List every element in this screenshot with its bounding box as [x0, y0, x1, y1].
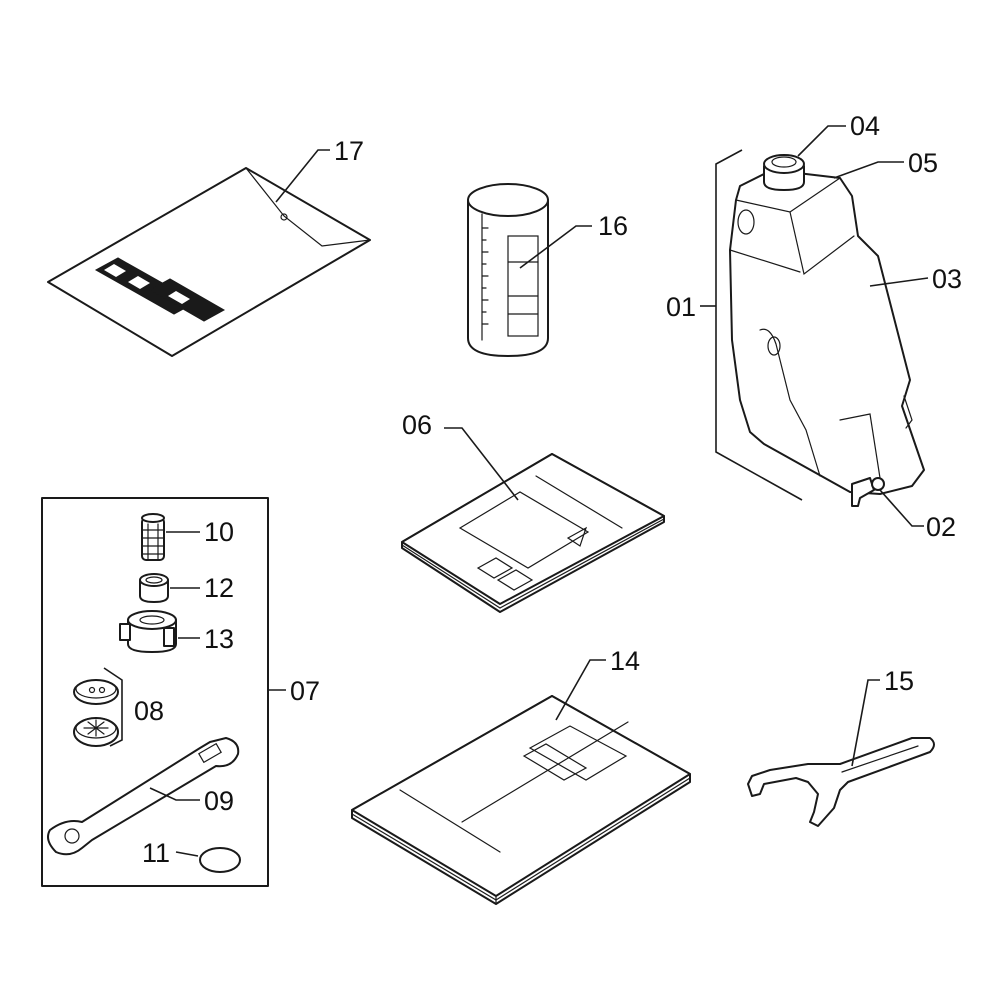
part-12-bush: 12 — [139, 573, 234, 603]
part-15-spanner: 15 — [747, 666, 935, 827]
part-13-ring-nut: 13 — [119, 610, 234, 654]
label-08: 08 — [134, 696, 164, 726]
label-16: 16 — [598, 211, 628, 241]
label-13: 13 — [204, 624, 234, 654]
part-06-manual: 06 — [401, 410, 665, 613]
part-01-tank-assembly: 01 02 03 04 05 — [666, 111, 962, 542]
label-09: 09 — [204, 786, 234, 816]
label-14: 14 — [610, 646, 640, 676]
part-14-booklet: 14 — [351, 646, 691, 905]
label-01: 01 — [666, 292, 696, 322]
label-07: 07 — [290, 676, 320, 706]
label-11: 11 — [142, 838, 170, 868]
label-15: 15 — [884, 666, 914, 696]
part-10-filter: 10 — [141, 513, 234, 561]
part-07-accessory-kit: 07 10 12 — [41, 497, 320, 887]
envelope-logo — [94, 257, 226, 322]
label-03: 03 — [932, 264, 962, 294]
label-02: 02 — [926, 512, 956, 542]
part-02-drain-tap — [851, 477, 885, 507]
label-05: 05 — [908, 148, 938, 178]
part-11-seal: 11 — [142, 838, 241, 873]
part-08-discs: 08 — [73, 667, 164, 747]
label-04: 04 — [850, 111, 880, 141]
label-12: 12 — [204, 573, 234, 603]
label-17: 17 — [334, 136, 364, 166]
label-06: 06 — [402, 410, 432, 440]
part-09-wrench: 09 — [47, 737, 240, 856]
part-04-tank-cap — [763, 154, 805, 191]
part-16-measuring-cup: 16 — [467, 183, 628, 357]
label-10: 10 — [204, 517, 234, 547]
part-17-envelope: 17 — [47, 136, 371, 357]
